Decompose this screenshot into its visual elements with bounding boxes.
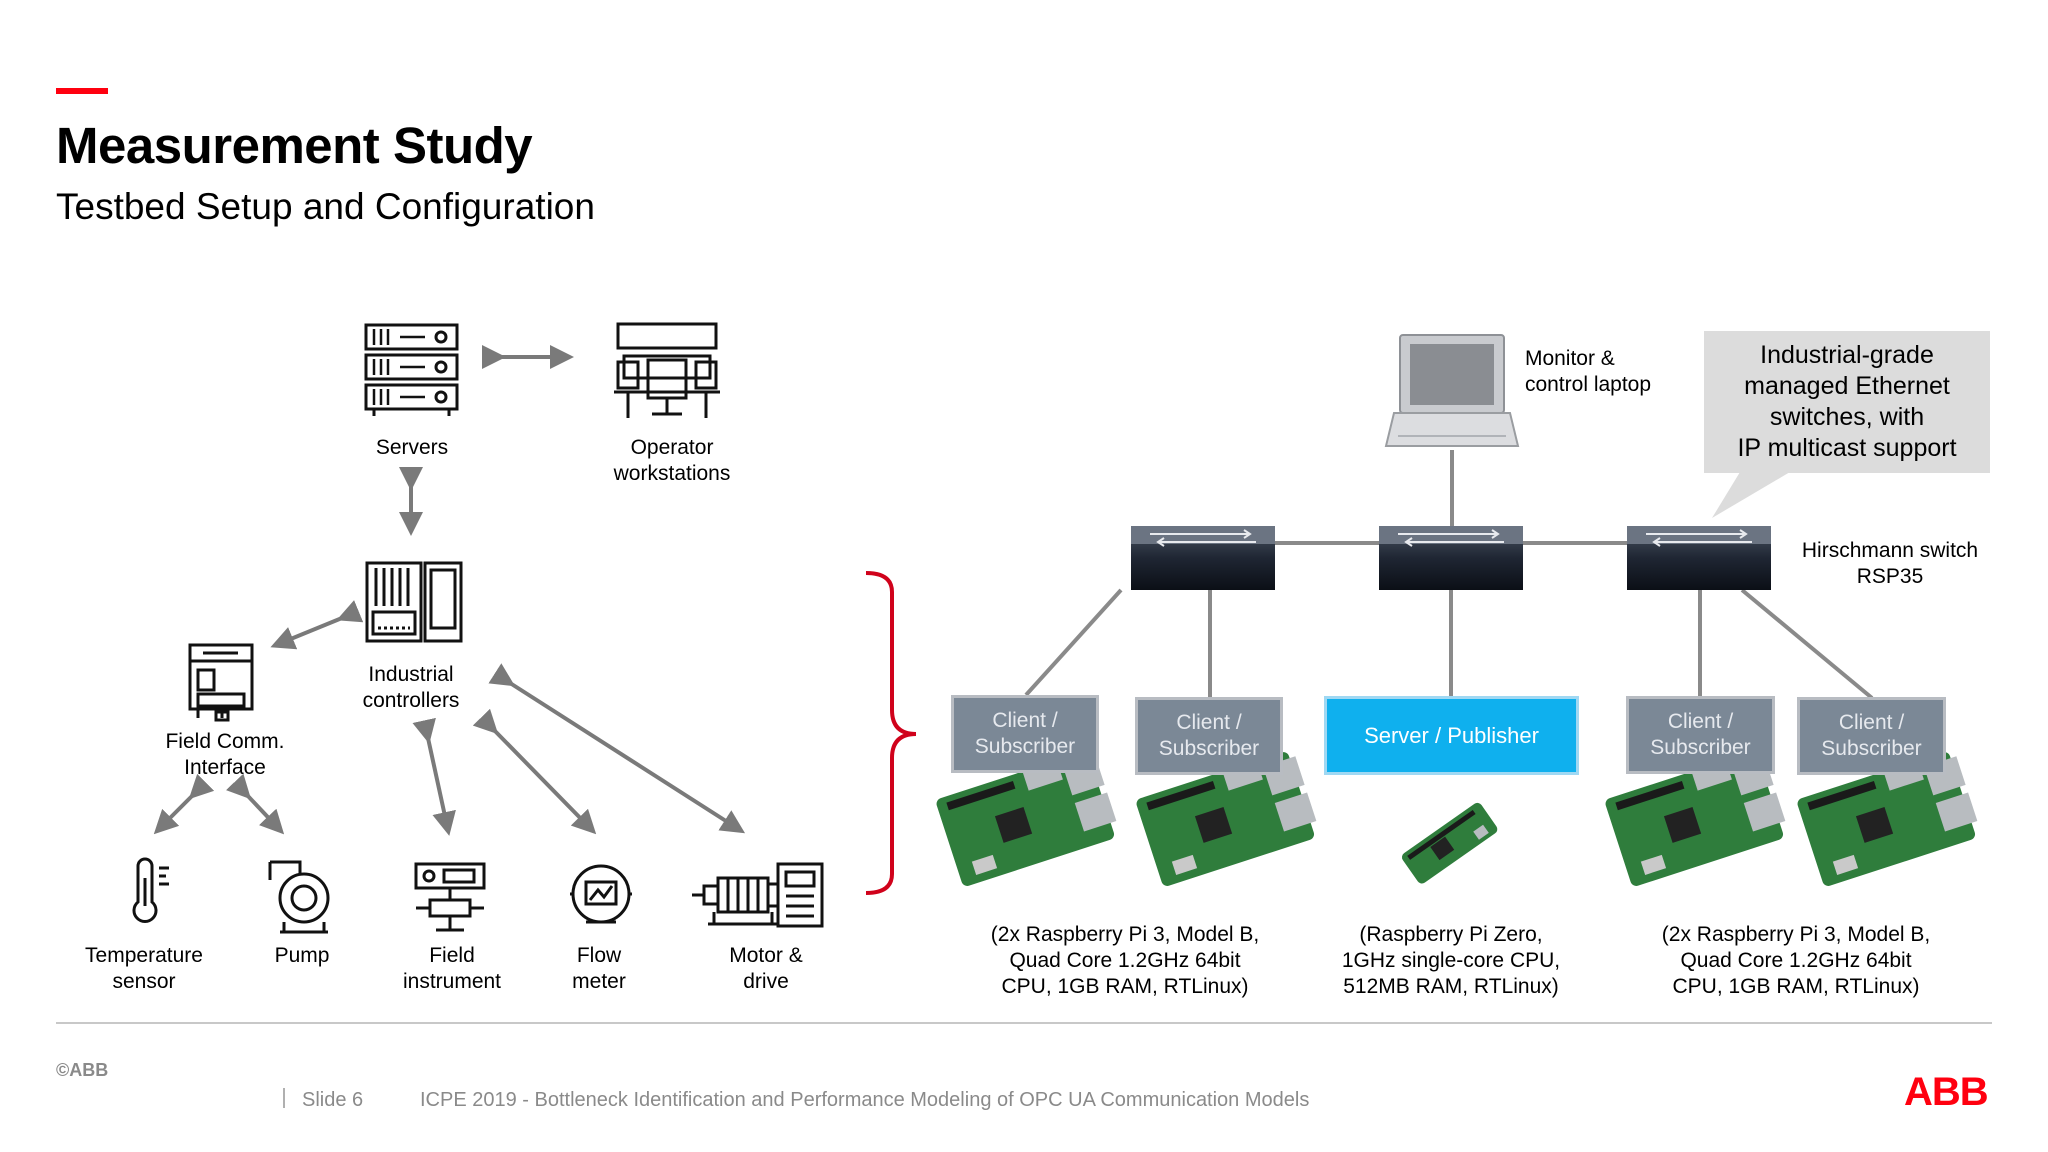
arrow-controllers-motor: [488, 663, 746, 834]
client-subscriber-node: Client /Subscriber: [1797, 697, 1946, 775]
arrow-fieldcomm-pump: [225, 773, 285, 835]
footer-divider: [56, 1022, 1992, 1024]
flow-meter-icon: [570, 864, 632, 924]
field-instrument-label: Field instrument: [402, 944, 502, 993]
ethernet-switch-3: [1627, 526, 1771, 590]
page-title: Measurement Study: [56, 117, 533, 174]
arrow-controllers-flowmeter: [472, 708, 597, 835]
ethernet-switch-1: [1131, 526, 1275, 590]
callout-pointer: [1712, 472, 1790, 518]
arrow-fieldcomm-temperature: [153, 773, 215, 835]
red-bracket: [865, 571, 917, 895]
field-comm-interface-label: Field Comm. Interface: [165, 730, 285, 779]
server-publisher-node: Server / Publisher: [1324, 696, 1579, 775]
pump-label: Pump: [274, 944, 330, 967]
raspberry-pi-board-icon: [1797, 752, 1978, 886]
raspberry-pi-zero-icon: [1401, 802, 1498, 884]
servers-label: Servers: [375, 436, 449, 459]
laptop-icon: [1384, 334, 1520, 447]
motor-drive-icon: [692, 862, 824, 928]
left-arrows: [153, 345, 746, 836]
rpi3-spec-right: (2x Raspberry Pi 3, Model B,Quad Core 1.…: [1661, 923, 1931, 998]
pump-icon: [268, 860, 330, 934]
laptop-label: Monitor & control laptop: [1524, 347, 1652, 396]
arrow-controllers-fieldcomm: [270, 600, 364, 650]
flow-meter-label: Flow meter: [572, 944, 626, 993]
industrial-controllers-label: Industrial controllers: [362, 663, 460, 712]
switch-callout: Industrial-grade managed Ethernet switch…: [1704, 331, 1990, 473]
temperature-sensor-icon: [132, 857, 169, 923]
rpi-zero-spec: (Raspberry Pi Zero,1GHz single-core CPU,…: [1341, 923, 1561, 998]
client-subscriber-node: Client /Subscriber: [1135, 697, 1283, 775]
field-instrument-icon: [414, 862, 486, 932]
field-comm-interface-icon: [188, 643, 254, 722]
ethernet-switch-2: [1379, 526, 1523, 590]
footer-citation: ICPE 2019 - Bottleneck Identification an…: [420, 1089, 1310, 1111]
operator-workstations-icon: [614, 322, 720, 418]
operator-workstations-label: Operator workstations: [613, 436, 731, 485]
rpi3-spec-left: (2x Raspberry Pi 3, Model B,Quad Core 1.…: [990, 923, 1260, 998]
servers-icon: [364, 323, 459, 416]
copyright: ©ABB: [56, 1060, 109, 1080]
arrow-controllers-instrument: [412, 717, 456, 836]
motor-drive-label: Motor & drive: [729, 944, 803, 993]
title-accent-bar: [56, 88, 108, 94]
hirschmann-switch-label: Hirschmann switch RSP35: [1801, 539, 1979, 588]
slide-number: Slide 6: [302, 1089, 364, 1111]
industrial-controllers-icon: [365, 561, 463, 643]
network-cables: [1024, 450, 1874, 700]
footer-separator: [283, 1088, 285, 1108]
client-subscriber-node: Client /Subscriber: [951, 695, 1099, 773]
client-subscriber-node: Client /Subscriber: [1626, 696, 1775, 774]
abb-logo: ABB: [1904, 1070, 1989, 1114]
temperature-sensor-label: Temperature sensor: [85, 944, 203, 993]
page-subtitle: Testbed Setup and Configuration: [56, 186, 595, 227]
